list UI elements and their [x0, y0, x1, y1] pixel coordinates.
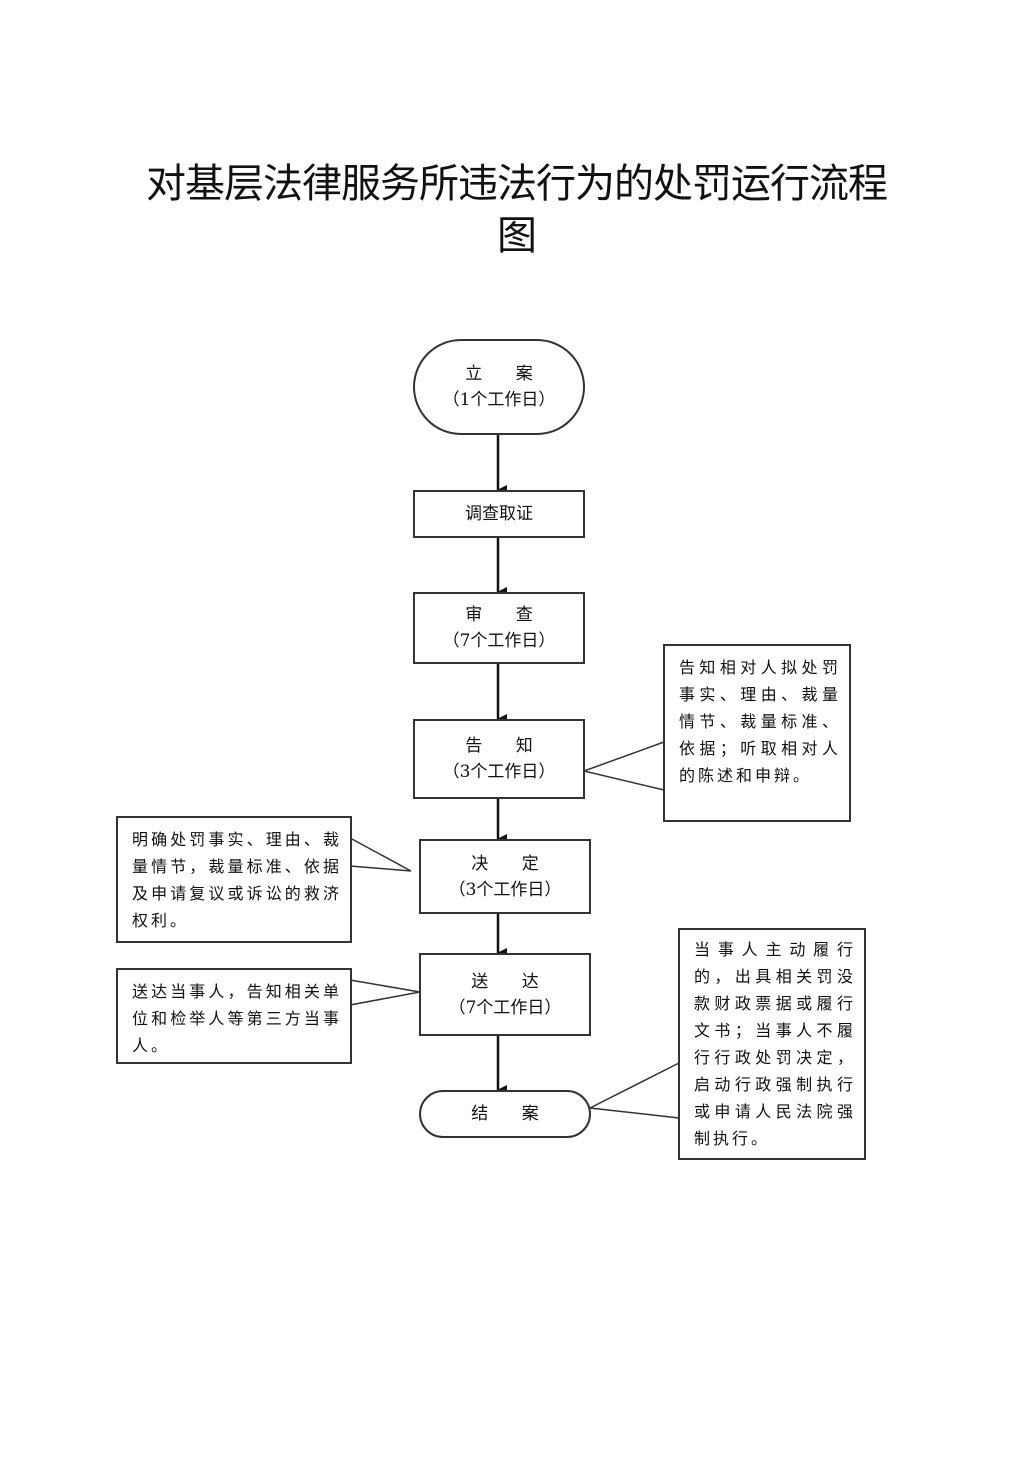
step-label: 审 查 [465, 605, 547, 625]
step-deliver: 送 达 （7个工作日） [419, 953, 591, 1036]
step-case-filing: 立 案 （1个工作日） [413, 339, 585, 435]
step-close-case: 结 案 [419, 1090, 591, 1138]
step-label: 送 达 [471, 971, 553, 992]
step-label: 决 定 [471, 853, 553, 874]
callout-pointer-close [587, 1062, 680, 1119]
step-label: 告 知 [465, 736, 547, 756]
step-review: 审 查 （7个工作日） [413, 592, 585, 664]
note-deliver: 送达当事人，告知相关单位和检举人等第三方当事人。 [116, 968, 352, 1064]
step-notify: 告 知 （3个工作日） [413, 719, 585, 799]
step-label: 结 案 [471, 1104, 553, 1124]
note-decide: 明确处罚事实、理由、裁量情节，裁量标准、依据及申请复议或诉讼的救济权利。 [116, 816, 352, 943]
callout-pointer-deliver [349, 979, 421, 1006]
step-duration: （7个工作日） [448, 997, 562, 1018]
step-duration: （7个工作日） [442, 631, 556, 651]
title-line-2: 图 [497, 213, 537, 259]
callout-pointer-decide [349, 837, 412, 872]
step-duration: （3个工作日） [448, 879, 562, 900]
step-decide: 决 定 （3个工作日） [419, 839, 591, 914]
step-label: 调查取证 [465, 504, 533, 524]
note-notify: 告知相对人拟处罚事实、理由、裁量情节、裁量标准、依据；听取相对人的陈述和申辩。 [663, 644, 851, 822]
page-title: 对基层法律服务所违法行为的处罚运行流程 图 [120, 158, 913, 262]
step-duration: （1个工作日） [442, 390, 556, 410]
note-close: 当事人主动履行的，出具相关罚没款财政票据或履行文书；当事人不履行行政处罚决定，启… [678, 928, 866, 1160]
callout-pointer-notify [581, 741, 665, 791]
step-label: 立 案 [465, 364, 547, 384]
step-investigation: 调查取证 [413, 490, 585, 538]
title-line-1: 对基层法律服务所违法行为的处罚运行流程 [146, 161, 888, 207]
step-duration: （3个工作日） [442, 762, 556, 782]
